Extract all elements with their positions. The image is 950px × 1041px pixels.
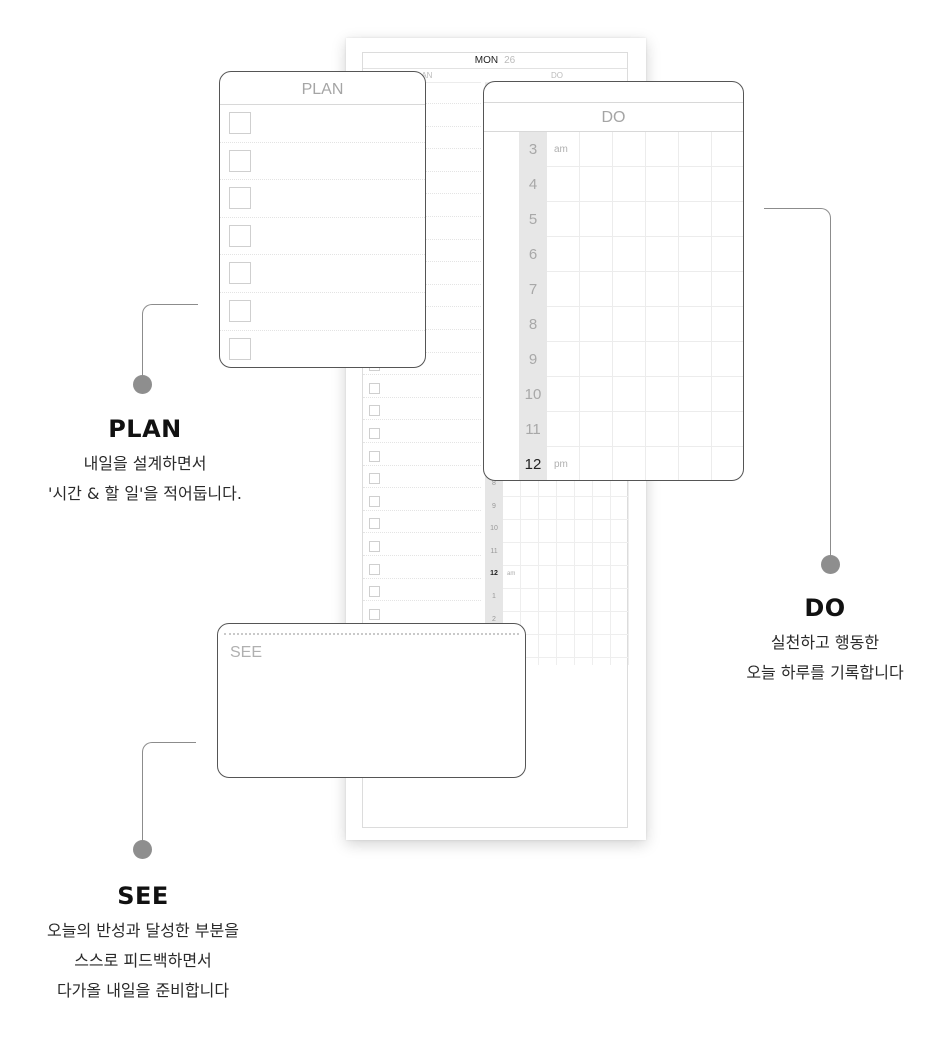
sheet-plan-line	[363, 532, 481, 534]
do-timetable: 3 4 5 6 7 8 9 10 11 12 am pm	[484, 132, 743, 480]
do-caption: DO 실천하고 행동한 오늘 하루를 기록합니다	[700, 594, 950, 688]
see-caption: SEE 오늘의 반성과 달성한 부분을 스스로 피드백하면서 다가올 내일을 준…	[0, 882, 286, 1006]
do-hour-label: 9	[528, 351, 538, 368]
sheet-plan-checkbox	[369, 608, 380, 620]
sheet-plan-checkbox	[369, 382, 380, 394]
sheet-plan-line	[363, 577, 481, 579]
see-caption-line: 오늘의 반성과 달성한 부분을	[47, 921, 239, 940]
see-connector-dot	[133, 840, 152, 859]
sheet-hour-label: 8	[492, 480, 496, 487]
plan-caption: PLAN 내일을 설계하면서 '시간 & 할 일'을 적어둡니다.	[15, 415, 275, 509]
sheet-plan-line	[363, 442, 481, 443]
sheet-plan-checkbox	[369, 518, 380, 530]
sheet-plan-checkbox	[369, 450, 380, 462]
do-time-grid	[547, 132, 743, 480]
sheet-plan-checkbox	[369, 586, 380, 598]
sheet-hour-label: 11	[490, 547, 498, 555]
sheet-hour-label: 1	[492, 593, 496, 600]
sheet-plan-line	[363, 464, 481, 466]
sheet-plan-checkbox	[369, 405, 380, 417]
plan-card-title: PLAN	[220, 72, 425, 105]
plan-row	[220, 331, 425, 367]
sheet-hour-label: 2	[492, 615, 496, 623]
plan-caption-line: '시간 & 할 일'을 적어둡니다.	[48, 484, 242, 503]
sheet-plan-line	[363, 600, 481, 602]
see-card-dotted-rule	[224, 633, 519, 635]
see-caption-line: 다가올 내일을 준비합니다	[56, 981, 230, 1000]
sheet-plan-checkbox	[369, 473, 380, 485]
sheet-plan-line	[363, 487, 481, 489]
plan-row	[220, 293, 425, 331]
sheet-header: MON 26	[363, 53, 627, 69]
plan-checkbox[interactable]	[229, 149, 251, 172]
sheet-plan-line	[363, 374, 481, 376]
plan-checkbox[interactable]	[229, 337, 251, 360]
plan-zoom-card: PLAN	[219, 71, 426, 368]
plan-row	[220, 180, 425, 218]
plan-checkbox[interactable]	[229, 224, 251, 247]
sheet-hour-label: 9	[492, 502, 496, 510]
sheet-am-label: am	[507, 571, 516, 578]
plan-checkbox[interactable]	[229, 112, 251, 134]
do-hour-label: 11	[525, 421, 541, 438]
plan-connector-dot	[133, 375, 152, 394]
sheet-plan-line	[363, 396, 481, 398]
do-hour-label: 10	[524, 386, 542, 403]
do-zoom-card: DO 3 4 5 6 7 8 9 10 11 12 am pm	[483, 81, 744, 481]
do-hour-label: 8	[528, 316, 538, 333]
sheet-plan-line	[363, 509, 481, 511]
sheet-date: 26	[504, 55, 516, 66]
see-caption-line: 스스로 피드백하면서	[74, 951, 212, 970]
do-hour-label: 5	[528, 211, 538, 228]
see-zoom-card: SEE	[217, 623, 526, 778]
plan-row	[220, 218, 425, 256]
sheet-plan-checkbox	[369, 495, 380, 507]
see-caption-title: SEE	[117, 882, 169, 910]
do-caption-title: DO	[804, 594, 846, 622]
do-card-title: DO	[484, 103, 743, 132]
do-hour-label: 3	[528, 141, 538, 158]
plan-caption-title: PLAN	[108, 415, 182, 443]
do-connector-dot	[821, 555, 840, 574]
do-caption-line: 실천하고 행동한	[770, 633, 880, 652]
sheet-plan-line	[363, 555, 481, 556]
do-hour-label: 4	[528, 176, 538, 193]
sheet-plan-checkbox	[369, 428, 380, 439]
sheet-hour-label: 12	[490, 570, 498, 578]
do-pm-label: pm	[554, 459, 568, 470]
sheet-plan-checkbox	[369, 541, 380, 552]
plan-caption-line: 내일을 설계하면서	[83, 454, 207, 473]
plan-checkbox[interactable]	[229, 299, 251, 322]
sheet-plan-line	[363, 419, 481, 421]
plan-checkbox[interactable]	[229, 187, 251, 210]
plan-row	[220, 255, 425, 293]
see-card-title: SEE	[230, 644, 263, 661]
sheet-hour-label: 10	[490, 525, 498, 533]
plan-connector	[142, 304, 198, 379]
do-hour-label: 6	[528, 246, 538, 263]
do-am-label: am	[554, 144, 568, 155]
plan-row	[220, 105, 425, 143]
do-caption-line: 오늘 하루를 기록합니다	[746, 663, 904, 682]
plan-row	[220, 143, 425, 181]
sheet-day: MON	[474, 55, 499, 66]
do-hour-column	[519, 132, 547, 480]
see-connector	[142, 742, 196, 844]
do-card-top-band	[484, 82, 743, 103]
plan-checkbox[interactable]	[229, 262, 251, 285]
do-hour-label: 12	[524, 456, 542, 473]
plan-checklist	[220, 105, 425, 367]
sheet-plan-checkbox	[369, 563, 380, 575]
do-connector	[764, 208, 831, 558]
do-hour-label: 7	[528, 281, 538, 298]
